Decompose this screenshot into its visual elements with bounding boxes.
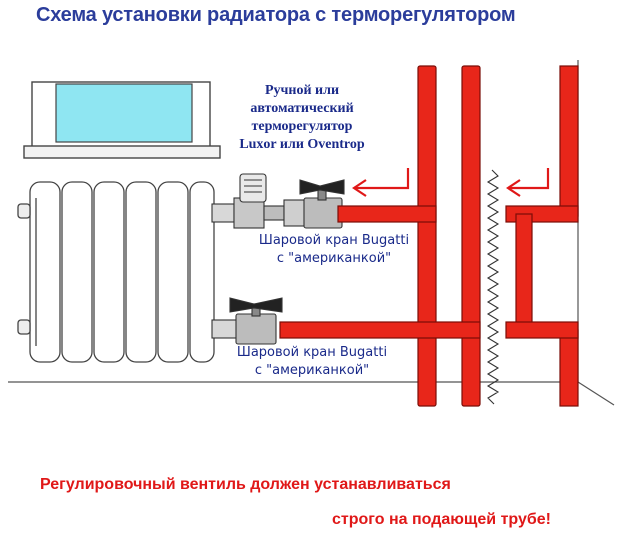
supply-riser bbox=[417, 65, 437, 407]
window-sill bbox=[23, 145, 221, 159]
supply-branch bbox=[337, 205, 437, 223]
warning-line-2: строго на подающей трубе! bbox=[332, 511, 551, 528]
ball-valve-bottom-label: Шаровой кран Bugatti с "американкой" bbox=[236, 345, 388, 378]
wall-break-line bbox=[486, 169, 500, 405]
return-branch bbox=[279, 321, 481, 339]
right-bypass bbox=[515, 213, 533, 335]
diagram-title: Схема установки радиатора с терморегулят… bbox=[36, 4, 516, 26]
thermostat-valve bbox=[211, 173, 307, 229]
right-riser-bottom bbox=[559, 329, 579, 407]
return-riser bbox=[461, 65, 481, 407]
right-bottom-branch bbox=[505, 321, 579, 339]
pipes bbox=[279, 65, 579, 407]
window bbox=[23, 81, 221, 159]
right-riser-top bbox=[559, 65, 579, 217]
thermostat-label: Ручной или автоматический терморегулятор… bbox=[239, 83, 365, 152]
radiator bbox=[17, 181, 215, 363]
warning-line-1: Регулировочный вентиль должен устанавлив… bbox=[40, 476, 451, 493]
flow-arrow-left bbox=[352, 168, 410, 197]
ball-valve-bottom bbox=[211, 297, 283, 345]
flow-arrow-right bbox=[506, 168, 550, 197]
ball-valve-top bbox=[299, 179, 345, 229]
ball-valve-top-label: Шаровой кран Bugatti с "американкой" bbox=[258, 233, 410, 266]
window-glass bbox=[55, 83, 193, 143]
